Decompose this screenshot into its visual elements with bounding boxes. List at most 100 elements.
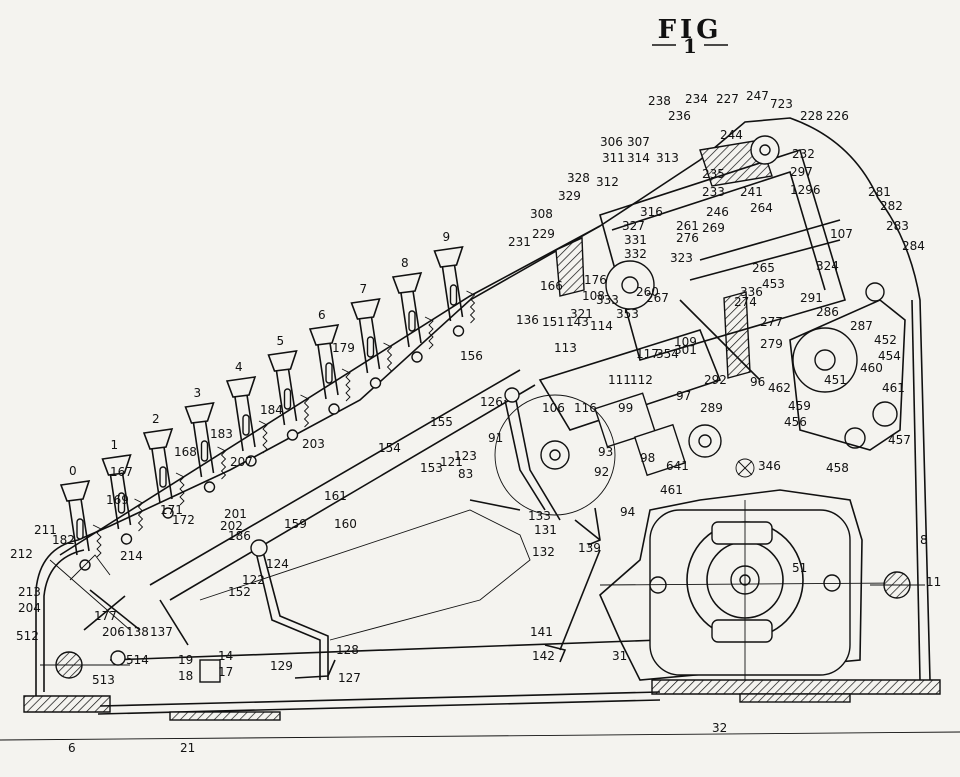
reference-numeral: 267 bbox=[646, 291, 669, 305]
reference-numeral: 126 bbox=[480, 395, 503, 409]
reference-numeral: 287 bbox=[850, 319, 873, 333]
reference-numeral: 141 bbox=[530, 625, 553, 639]
reference-numeral: 227 bbox=[716, 92, 739, 106]
reference-numeral: 453 bbox=[762, 277, 785, 291]
reference-numeral: 311 bbox=[602, 151, 625, 165]
reference-numeral: 1296 bbox=[790, 183, 821, 197]
reference-numeral: 353 bbox=[616, 307, 639, 321]
reference-numeral: 274 bbox=[734, 295, 757, 309]
reference-numeral: 94 bbox=[620, 505, 635, 519]
reference-numeral: 122 bbox=[242, 573, 265, 587]
reference-numeral: 328 bbox=[567, 171, 590, 185]
reference-numeral: 31 bbox=[612, 649, 627, 663]
reference-numeral: 14 bbox=[218, 649, 233, 663]
reference-numeral: 312 bbox=[596, 175, 619, 189]
reference-numeral: 336 bbox=[740, 285, 763, 299]
reference-numeral: 92 bbox=[594, 465, 609, 479]
reference-numeral: 454 bbox=[878, 349, 901, 363]
reference-numeral: 211 bbox=[34, 523, 57, 537]
reference-numeral: 18 bbox=[178, 669, 193, 683]
reference-numeral: 203 bbox=[302, 437, 325, 451]
reference-numeral: 111 bbox=[608, 373, 631, 387]
reference-numeral: 96 bbox=[750, 375, 765, 389]
reference-numeral: 324 bbox=[816, 259, 839, 273]
reference-numeral: 246 bbox=[706, 205, 729, 219]
reference-numeral: 461 bbox=[882, 381, 905, 395]
figure-number: 1 bbox=[683, 34, 697, 58]
reference-numeral: 168 bbox=[174, 445, 197, 459]
key-1: 1 bbox=[101, 438, 144, 545]
reference-numeral: 451 bbox=[824, 373, 847, 387]
reference-numeral: 321 bbox=[570, 307, 593, 321]
key-label: 8 bbox=[401, 256, 409, 270]
key-label: 0 bbox=[69, 464, 77, 478]
reference-numeral: 332 bbox=[624, 247, 647, 261]
reference-numeral: 213 bbox=[18, 585, 41, 599]
key-0: 0 bbox=[59, 464, 102, 571]
reference-numeral: 247 bbox=[746, 89, 769, 103]
key-7: 7 bbox=[350, 282, 393, 389]
reference-numeral: 143 bbox=[566, 315, 589, 329]
reference-numeral: 458 bbox=[826, 461, 849, 475]
reference-numeral: 107 bbox=[830, 227, 853, 241]
reference-numeral: 289 bbox=[700, 401, 723, 415]
reference-numeral: 232 bbox=[792, 147, 815, 161]
reference-numeral: 139 bbox=[578, 541, 601, 555]
reference-numeral: 136 bbox=[516, 313, 539, 327]
reference-numeral: 129 bbox=[270, 659, 293, 673]
reference-numeral: 202 bbox=[220, 519, 243, 533]
key-label: 3 bbox=[194, 386, 202, 400]
reference-numeral: 127 bbox=[338, 671, 361, 685]
reference-numeral: 8 bbox=[920, 533, 928, 547]
reference-numeral: 124 bbox=[266, 557, 289, 571]
reference-numeral: 99 bbox=[618, 401, 633, 415]
reference-numeral: 171 bbox=[160, 503, 183, 517]
key-4: 4 bbox=[225, 360, 268, 467]
key-3: 3 bbox=[184, 386, 227, 493]
reference-numeral: 327 bbox=[622, 219, 645, 233]
reference-numeral: 301 bbox=[674, 343, 697, 357]
reference-numeral: 284 bbox=[902, 239, 925, 253]
reference-numeral: 264 bbox=[750, 201, 773, 215]
upper-mechanism bbox=[538, 135, 906, 478]
reference-numeral: 204 bbox=[18, 601, 41, 615]
figure-title: FIG bbox=[658, 15, 723, 45]
reference-numeral: 172 bbox=[172, 513, 195, 527]
reference-numeral: 142 bbox=[532, 649, 555, 663]
reference-numeral: 269 bbox=[702, 221, 725, 235]
reference-numeral: 184 bbox=[260, 403, 283, 417]
reference-numeral: 128 bbox=[336, 643, 359, 657]
reference-numeral: 154 bbox=[378, 441, 401, 455]
key-8: 8 bbox=[391, 256, 434, 363]
reference-numeral: 167 bbox=[110, 465, 133, 479]
reference-numeral: 456 bbox=[784, 415, 807, 429]
reference-numeral: 241 bbox=[740, 185, 763, 199]
reference-numeral: 512 bbox=[16, 629, 39, 643]
reference-numeral: 156 bbox=[460, 349, 483, 363]
reference-numeral: 169 bbox=[106, 493, 129, 507]
reference-numeral: 166 bbox=[540, 279, 563, 293]
reference-numeral: 323 bbox=[670, 251, 693, 265]
reference-numeral: 123 bbox=[454, 449, 477, 463]
reference-numeral: 236 bbox=[668, 109, 691, 123]
reference-numeral: 244 bbox=[720, 128, 743, 142]
reference-numeral: 117 bbox=[636, 347, 659, 361]
reference-numeral: 281 bbox=[868, 185, 891, 199]
reference-numeral: 331 bbox=[624, 233, 647, 247]
key-label: 2 bbox=[152, 412, 160, 426]
key-label: 6 bbox=[318, 308, 326, 322]
key-9: 9 bbox=[433, 230, 476, 337]
reference-numeral: 155 bbox=[430, 415, 453, 429]
reference-numeral: 723 bbox=[770, 97, 793, 111]
reference-numeral: 308 bbox=[530, 207, 553, 221]
reference-numeral: 452 bbox=[874, 333, 897, 347]
reference-numeral: 132 bbox=[532, 545, 555, 559]
key-label: 1 bbox=[111, 438, 119, 452]
reference-numeral: 457 bbox=[888, 433, 911, 447]
key-5: 5 bbox=[267, 334, 310, 441]
reference-numeral: 231 bbox=[508, 235, 531, 249]
reference-numeral: 186 bbox=[228, 529, 251, 543]
reference-numeral: 234 bbox=[685, 92, 708, 106]
